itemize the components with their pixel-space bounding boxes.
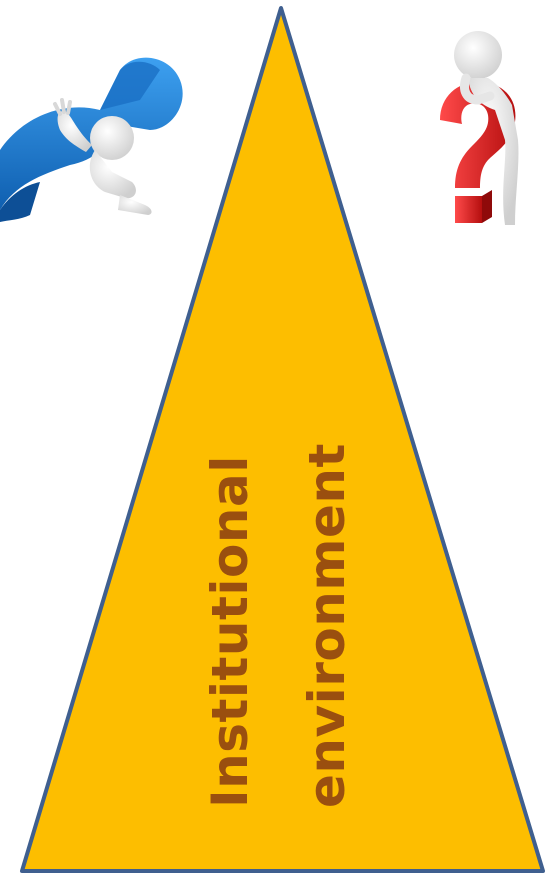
left-question-figure-image — [0, 58, 183, 222]
right-question-figure-image — [440, 31, 518, 225]
pyramid-label-line2: environment — [298, 443, 356, 808]
pyramid-label-line1: Institutional — [201, 455, 259, 808]
